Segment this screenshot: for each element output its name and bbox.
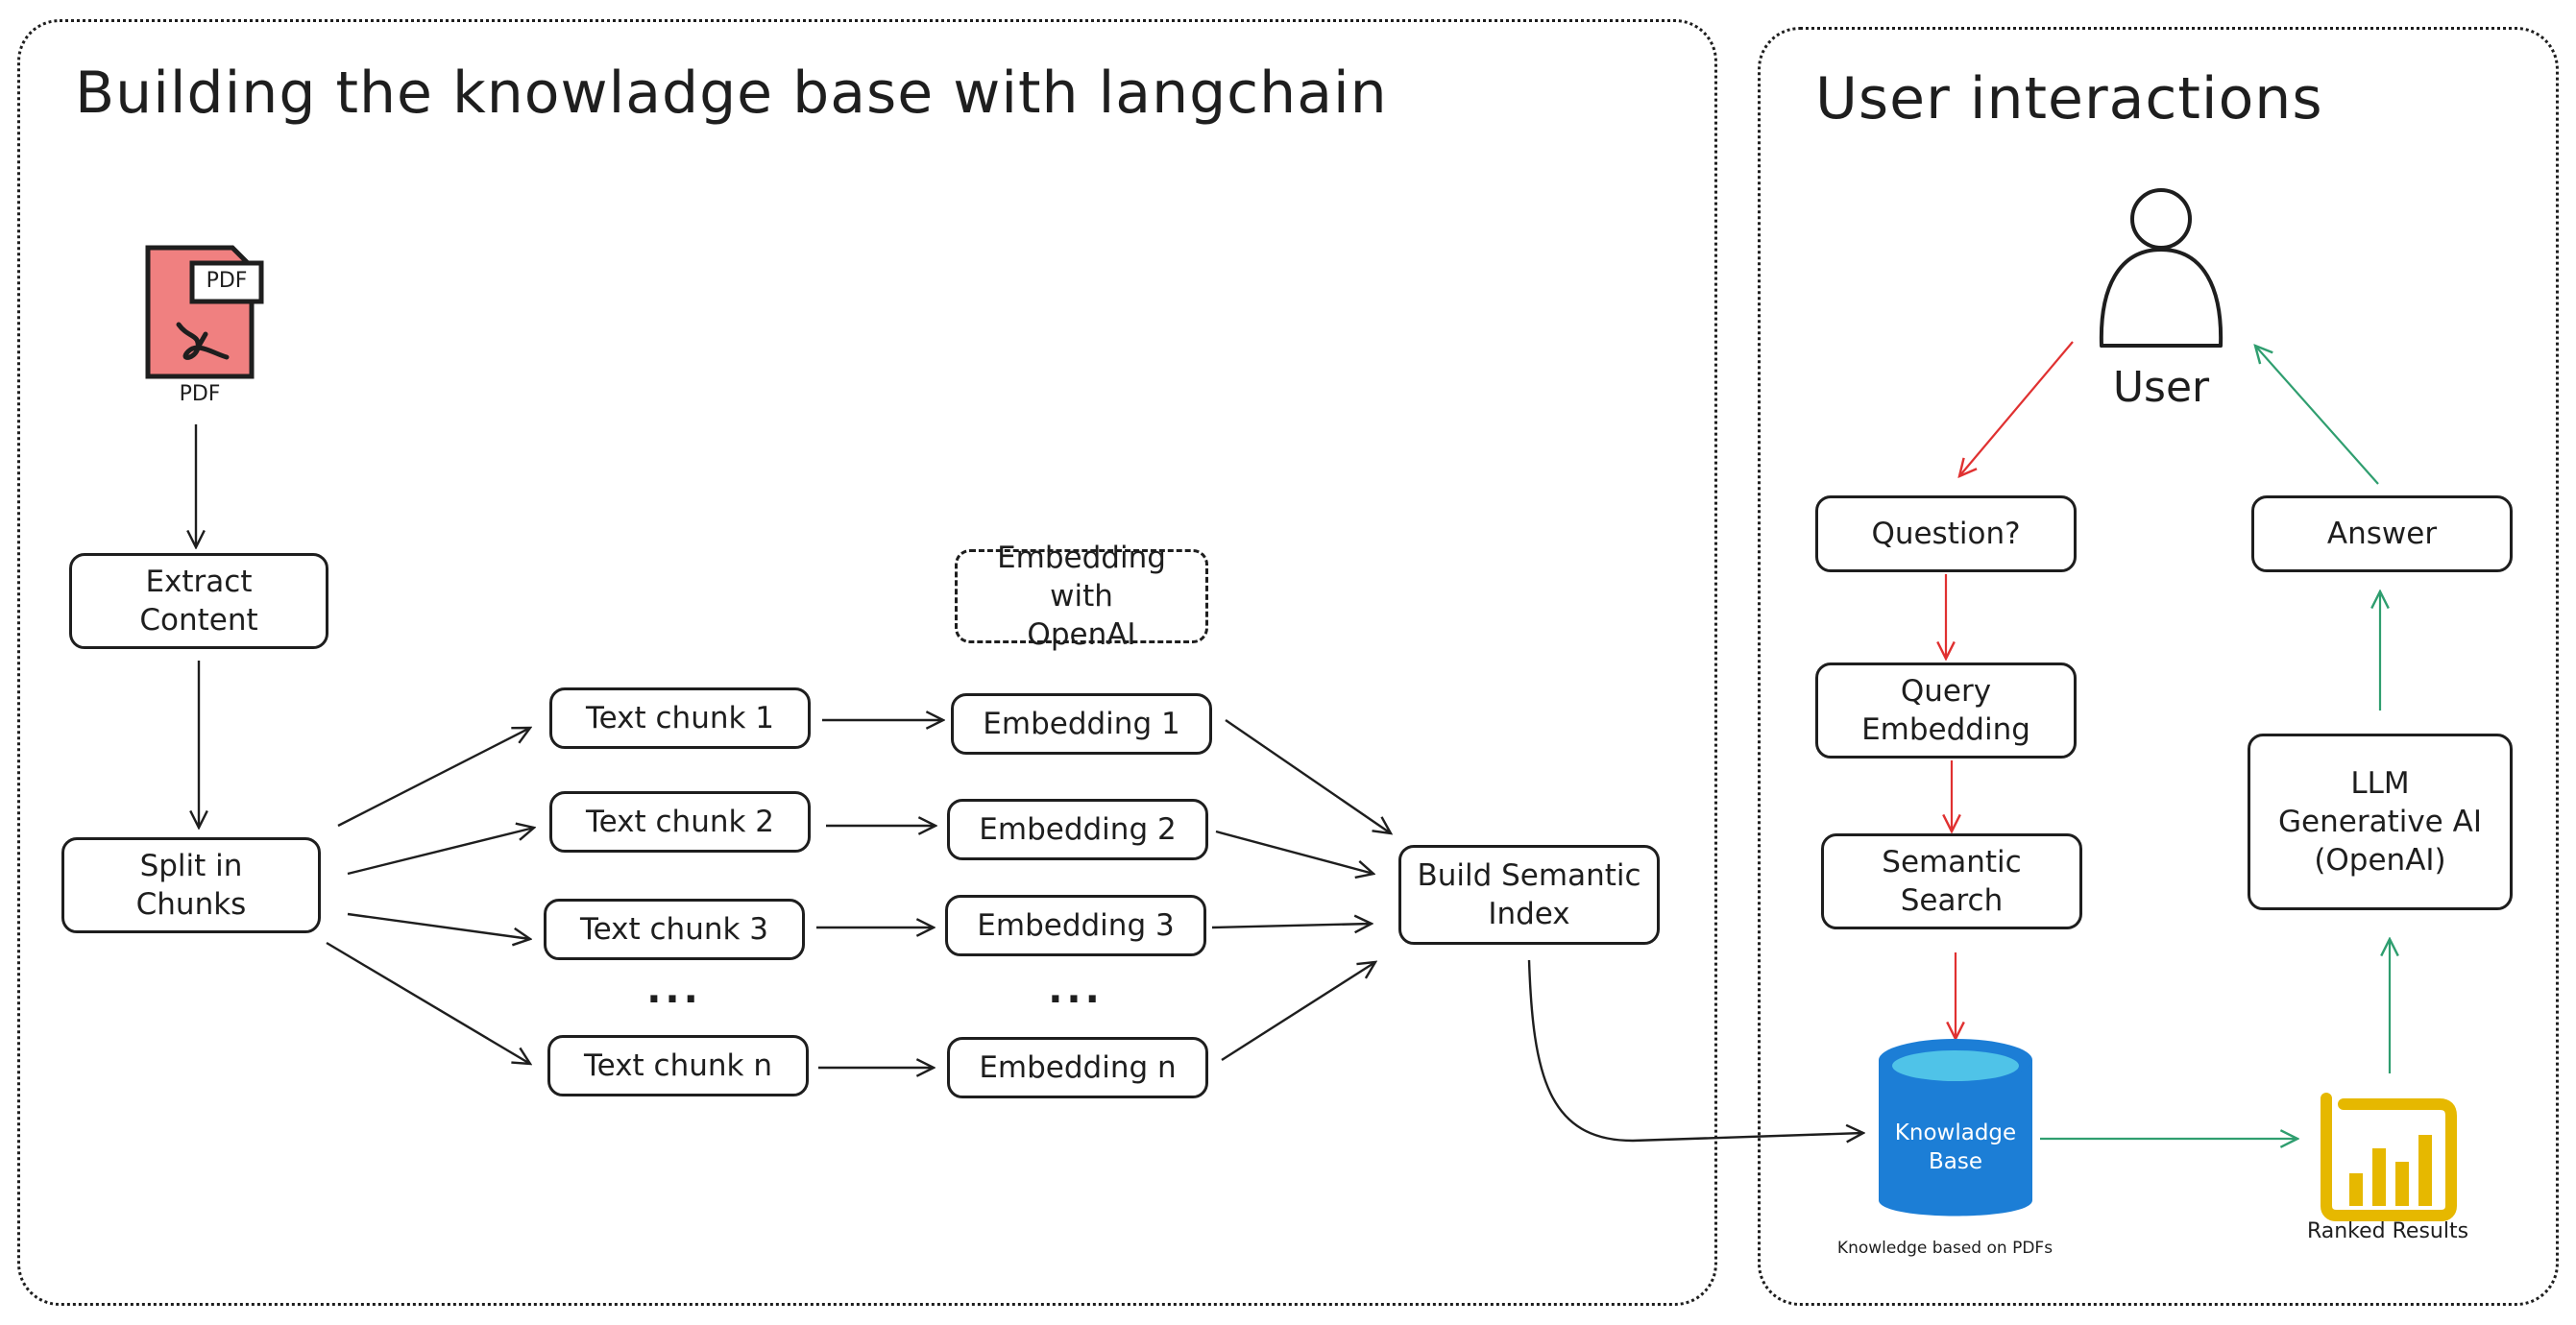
- text-chunk-3-node: Text chunk 3: [544, 899, 805, 960]
- question-node: Question?: [1815, 495, 2077, 572]
- embedding-2-label: Embedding 2: [979, 811, 1177, 847]
- arrow-answer-to-user: [2255, 346, 2379, 485]
- arrow-embn-to-index: [1221, 962, 1375, 1062]
- bar-chart-icon: [2321, 1093, 2457, 1221]
- llm-generative-ai-node: LLM Generative AI (OpenAI): [2248, 734, 2513, 910]
- extract-content-label: Extract Content: [139, 564, 258, 638]
- embedding-ellipsis: ...: [1048, 968, 1104, 1012]
- knowledge-base-caption: Knowledge based on PDFs: [1836, 1239, 2054, 1258]
- answer-label: Answer: [2326, 516, 2438, 551]
- arrow-user-to-question: [1959, 341, 2074, 476]
- query-embedding-label: Query Embedding: [1861, 673, 2030, 747]
- extract-content-node: Extract Content: [69, 553, 328, 649]
- text-chunk-3-label: Text chunk 3: [579, 911, 769, 947]
- embedding-2-node: Embedding 2: [947, 799, 1208, 860]
- user-interactions-panel: [1758, 27, 2559, 1306]
- question-label: Question?: [1871, 516, 2021, 551]
- text-chunk-1-node: Text chunk 1: [549, 687, 811, 749]
- embedding-1-node: Embedding 1: [951, 693, 1212, 755]
- user-interactions-title: User interactions: [1815, 65, 2323, 132]
- pdf-file-icon: [145, 245, 264, 379]
- arrow-split-to-chunk1: [337, 728, 530, 828]
- embedding-3-label: Embedding 3: [977, 907, 1175, 943]
- text-chunk-1-label: Text chunk 1: [585, 700, 775, 735]
- arrow-emb1-to-index: [1225, 719, 1391, 833]
- arrow-emb2-to-index: [1215, 830, 1373, 874]
- build-semantic-index-label: Build Semantic Index: [1417, 857, 1641, 931]
- arrow-split-to-chunk2: [347, 828, 534, 876]
- text-chunk-n-label: Text chunk n: [584, 1048, 772, 1083]
- text-chunk-n-node: Text chunk n: [547, 1035, 809, 1096]
- embedding-n-label: Embedding n: [979, 1049, 1177, 1085]
- query-embedding-node: Query Embedding: [1815, 662, 2077, 759]
- semantic-search-node: Semantic Search: [1821, 833, 2082, 929]
- knowledge-base-label: Knowladge Base: [1894, 1120, 2017, 1174]
- split-in-chunks-label: Split in Chunks: [135, 848, 247, 922]
- embedding-1-label: Embedding 1: [983, 706, 1180, 741]
- text-chunk-ellipsis: ...: [646, 968, 702, 1012]
- knowledge-base-title: Building the knowladge base with langcha…: [75, 60, 1388, 127]
- database-icon: [1879, 1039, 2032, 1217]
- semantic-search-label: Semantic Search: [1882, 844, 2022, 918]
- text-chunk-2-node: Text chunk 2: [549, 791, 811, 853]
- arrow-split-to-chunkn: [326, 941, 530, 1064]
- knowledge-base-panel: [17, 19, 1717, 1306]
- split-in-chunks-node: Split in Chunks: [61, 837, 321, 933]
- user-icon: [2099, 188, 2224, 348]
- embedding-with-openai-label: Embedding with OpenAI: [997, 540, 1166, 653]
- arrow-index-to-knowledge-base: [1527, 959, 1863, 1141]
- arrow-split-to-chunk3: [347, 912, 530, 939]
- pdf-badge: PDF: [206, 269, 248, 293]
- embedding-3-node: Embedding 3: [945, 895, 1206, 956]
- arrow-emb3-to-index: [1211, 924, 1372, 928]
- pdf-label: PDF: [179, 382, 221, 406]
- embedding-with-openai-note: Embedding with OpenAI: [955, 541, 1208, 652]
- ranked-results-label: Ranked Results: [2306, 1219, 2469, 1243]
- text-chunk-2-label: Text chunk 2: [585, 804, 775, 839]
- user-label: User: [2112, 363, 2210, 412]
- build-semantic-index-node: Build Semantic Index: [1398, 845, 1660, 945]
- llm-generative-ai-label: LLM Generative AI (OpenAI): [2278, 765, 2482, 879]
- answer-node: Answer: [2251, 495, 2513, 572]
- embedding-n-node: Embedding n: [947, 1037, 1208, 1098]
